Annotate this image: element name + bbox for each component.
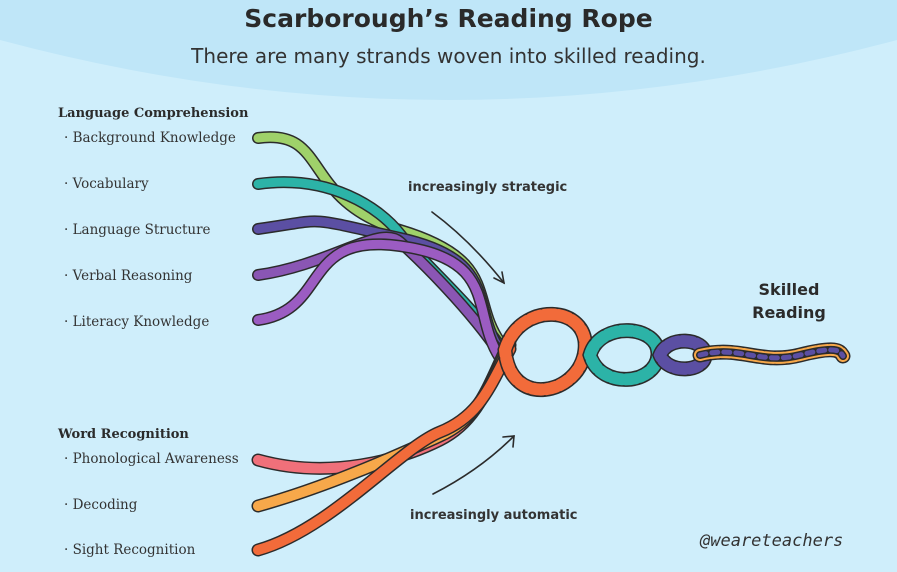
literacy-knowledge-strand <box>253 239 505 363</box>
automatic-arrow-head <box>502 435 515 448</box>
language-comprehension-heading: Language Comprehension <box>58 106 249 121</box>
decoding-strand <box>253 340 515 511</box>
credit-handle: @weareteachers <box>700 531 844 551</box>
strand-label-decoding: · Decoding <box>64 497 138 513</box>
increasingly-strategic-note: increasingly strategic <box>408 180 568 195</box>
increasingly-automatic-note: increasingly automatic <box>410 508 578 523</box>
strand-label-vocabulary: · Vocabulary <box>64 176 149 192</box>
strategic-arrow-head <box>493 271 506 285</box>
strand-label-literacy-knowledge: · Literacy Knowledge <box>64 314 210 330</box>
word-recognition-heading: Word Recognition <box>58 427 189 442</box>
skilled-reading-label: Skilled Reading <box>734 278 844 324</box>
page-subtitle: There are many strands woven into skille… <box>191 44 706 68</box>
skilled-reading-line1: Skilled <box>758 280 820 299</box>
strand-label-background-knowledge: · Background Knowledge <box>64 130 236 146</box>
header-band <box>0 0 897 100</box>
decoding-strand-outline <box>251 338 517 513</box>
strand-label-language-structure: · Language Structure <box>64 222 211 238</box>
page-title: Scarborough’s Reading Rope <box>244 4 653 33</box>
rope-loop-1 <box>498 308 592 396</box>
strategic-arrow-shaft <box>431 211 505 284</box>
strand-label-phonological-awareness: · Phonological Awareness <box>64 451 239 467</box>
sight-recognition-strand <box>253 344 515 555</box>
skilled-reading-line2: Reading <box>752 303 826 322</box>
rope-braid-tail-inner <box>697 347 846 361</box>
automatic-arrow-shaft <box>432 435 515 495</box>
strand-label-sight-recognition: · Sight Recognition <box>64 542 196 558</box>
strand-label-verbal-reasoning: · Verbal Reasoning <box>64 268 193 284</box>
